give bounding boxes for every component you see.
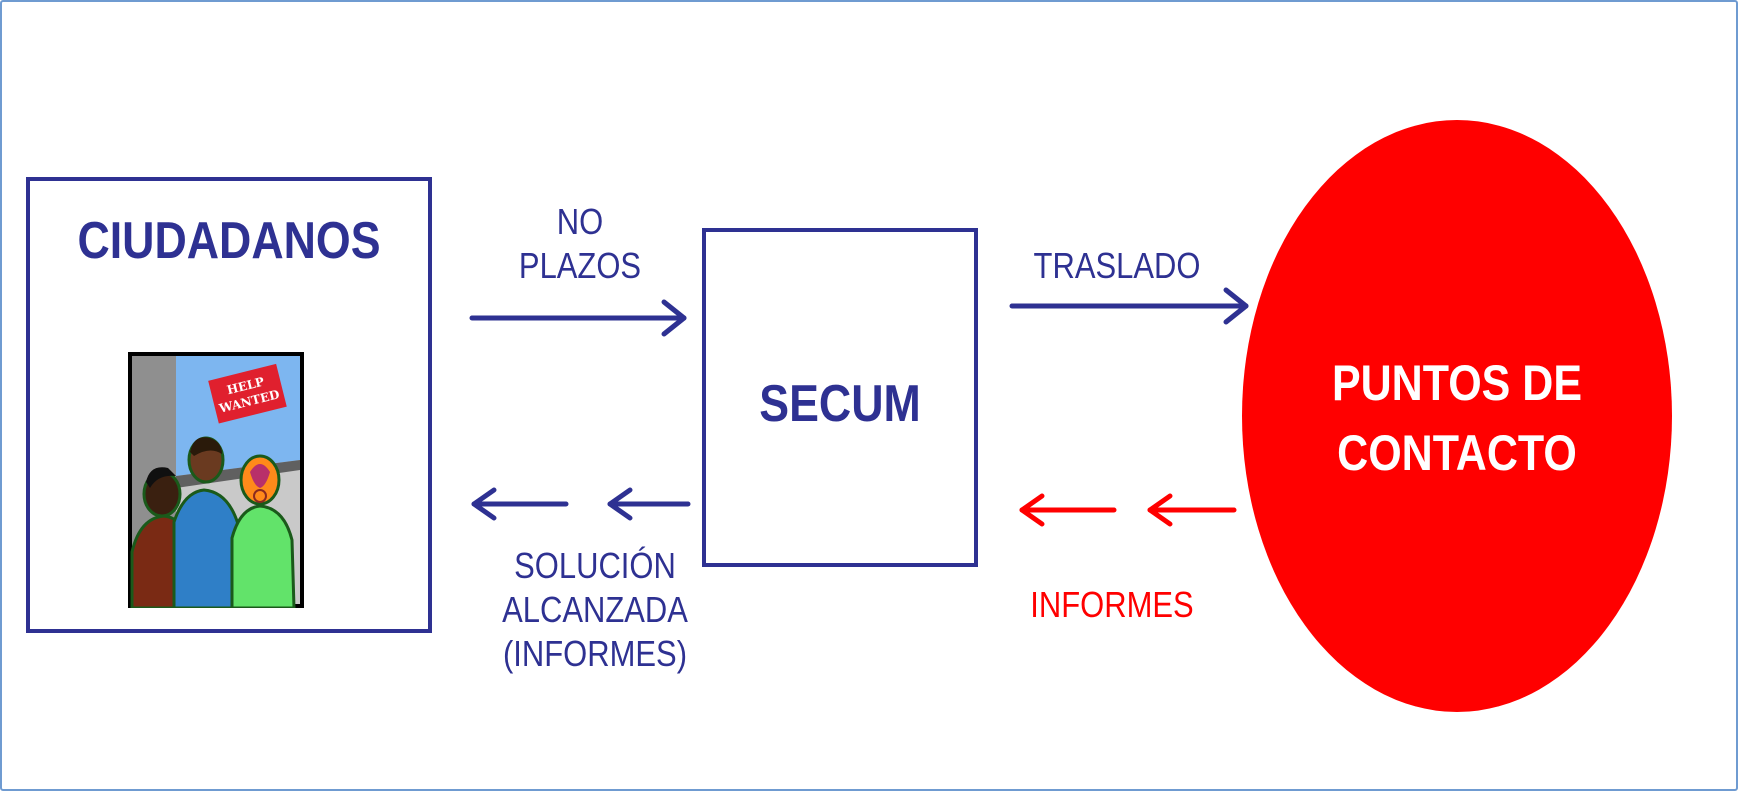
puntos-de-contacto-node: PUNTOS DE CONTACTO bbox=[1242, 120, 1672, 712]
label-solucion: SOLUCIÓN ALCANZADA (INFORMES) bbox=[496, 544, 694, 676]
secum-title: SECUM bbox=[759, 375, 921, 433]
help-wanted-illustration: HELP WANTED bbox=[128, 352, 304, 608]
arrow-traslado bbox=[1009, 287, 1249, 325]
label-informes: INFORMES bbox=[1030, 584, 1194, 625]
ciudadanos-title: CIUDADANOS bbox=[77, 212, 381, 270]
arrow-solucion-2 bbox=[471, 487, 569, 521]
arrow-informes-2 bbox=[1019, 493, 1117, 527]
label-traslado: TRASLADO bbox=[1033, 245, 1201, 286]
puntos-title-line-1: PUNTOS DE bbox=[1331, 355, 1583, 411]
arrow-no-plazos bbox=[469, 299, 687, 337]
secum-node: SECUM bbox=[702, 228, 978, 567]
person-right bbox=[230, 454, 296, 608]
label-no-plazos: NO PLAZOS bbox=[503, 200, 658, 288]
arrow-solucion-1 bbox=[607, 487, 691, 521]
label-solucion-line-1: SOLUCIÓN bbox=[514, 545, 676, 586]
label-no-plazos-line-1: NO bbox=[556, 201, 604, 242]
label-solucion-line-3: (INFORMES) bbox=[502, 633, 688, 674]
puntos-de-contacto-title: PUNTOS DE CONTACTO bbox=[1272, 348, 1642, 488]
label-no-plazos-line-2: PLAZOS bbox=[518, 245, 642, 286]
arrow-informes-1 bbox=[1147, 493, 1237, 527]
label-solucion-line-2: ALCANZADA bbox=[502, 589, 688, 630]
puntos-title-line-2: CONTACTO bbox=[1337, 425, 1577, 481]
sign-background bbox=[208, 363, 287, 424]
person-middle bbox=[172, 436, 242, 608]
